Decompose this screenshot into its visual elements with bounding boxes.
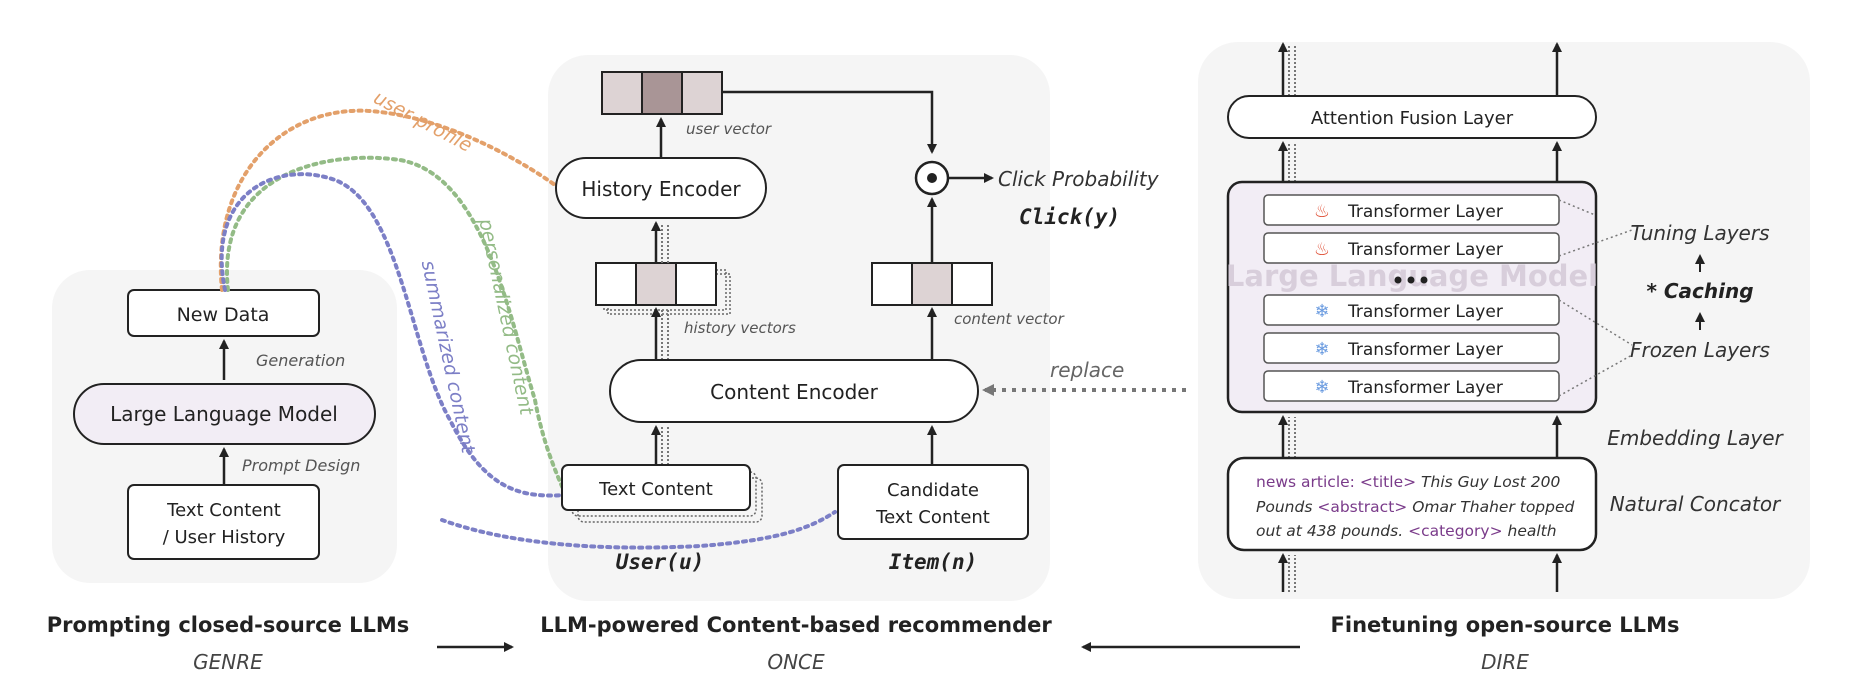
transformer-layer-1 — [1263, 194, 1560, 226]
candidate-line2: Text Content — [875, 507, 990, 528]
transformer-layer-2 — [1263, 232, 1560, 264]
news-line-3: out at 438 pounds. <category> health — [1256, 522, 1557, 540]
user-vector-cell-3 — [681, 71, 723, 115]
user-vector-cell-2 — [641, 71, 683, 115]
attention-fusion-box — [1227, 95, 1597, 139]
item-fn-label: Item(n) — [889, 550, 978, 574]
user-profile-curve — [218, 108, 557, 292]
text-content-line2: / User History — [163, 527, 286, 548]
text-content-line1: Text Content — [166, 500, 281, 521]
fire-icon: ♨ — [1314, 239, 1330, 260]
new-data-label: New Data — [177, 304, 270, 326]
history-vector-cell-3 — [675, 262, 717, 306]
transformer-layer-3 — [1263, 294, 1560, 326]
user-vector-label: user vector — [686, 120, 772, 138]
llm-label: Large Language Model — [110, 402, 338, 426]
history-vector-cell-1 — [595, 262, 637, 306]
click-fn-label: Click(y) — [1019, 205, 1120, 229]
history-vectors-label: history vectors — [684, 319, 796, 337]
candidate-box — [837, 464, 1029, 540]
personalized-content-label: personalized content — [474, 216, 538, 419]
candidate-line1: Candidate — [887, 480, 979, 501]
prompt-design-label: Prompt Design — [242, 456, 360, 475]
summarized-content-curve — [219, 172, 567, 498]
content-encoder-box — [609, 359, 979, 423]
news-line-2: Pounds <abstract> Omar Thaher topped — [1256, 498, 1575, 516]
user-fn-label: User(u) — [616, 550, 705, 574]
user-profile-label: user profile — [370, 87, 476, 157]
frozen-layers-label: Frozen Layers — [1630, 338, 1770, 362]
click-probability-label: Click Probability — [998, 167, 1160, 191]
user-vector-cell-1 — [601, 71, 643, 115]
content-vector-cell-2 — [911, 262, 953, 306]
history-encoder-box — [555, 157, 767, 219]
history-vector-cell-2 — [635, 262, 677, 306]
fire-icon: ♨ — [1314, 201, 1330, 222]
once-subtitle: ONCE — [767, 650, 825, 674]
genre-title: Prompting closed-source LLMs — [47, 613, 410, 637]
personalized-content-curve — [224, 155, 567, 497]
news-line-1: news article: <title> This Guy Lost 200 — [1256, 473, 1560, 491]
dire-title: Finetuning open-source LLMs — [1331, 613, 1680, 637]
caching-label: * Caching — [1646, 279, 1753, 303]
llm-watermark: Large Language Model — [1226, 259, 1598, 293]
tuning-layers-label: Tuning Layers — [1630, 221, 1769, 245]
attention-fusion-label: Attention Fusion Layer — [1311, 108, 1514, 129]
history-encoder-label: History Encoder — [581, 177, 741, 201]
dotted-curves — [218, 108, 837, 550]
content-vector-label: content vector — [954, 310, 1065, 328]
transformer-layer-label-3: Transformer Layer — [1347, 302, 1503, 322]
news-article-box — [1226, 456, 1598, 552]
transformer-layer-4 — [1263, 332, 1560, 364]
text-content-user-label: Text Content — [598, 479, 713, 500]
dire-subtitle: DIRE — [1481, 650, 1529, 674]
transformer-layer-label-4: Transformer Layer — [1347, 340, 1503, 360]
generation-label: Generation — [256, 351, 345, 370]
content-encoder-label: Content Encoder — [710, 380, 878, 404]
snowflake-icon: ❄ — [1314, 301, 1329, 322]
llm-box — [73, 383, 376, 445]
genre-subtitle: GENRE — [193, 650, 263, 674]
once-title: LLM-powered Content-based recommender — [540, 613, 1052, 637]
content-vector-cell-1 — [871, 262, 913, 306]
text-content-box — [127, 484, 320, 560]
transformer-layer-5 — [1263, 370, 1560, 402]
dire-flow: Attention Fusion Layer Large Language Mo… — [1226, 42, 1785, 592]
text-content-user-box — [561, 464, 751, 511]
embedding-layer-label: Embedding Layer — [1607, 426, 1784, 450]
replace-label: replace — [1050, 358, 1124, 382]
transformer-layer-label-5: Transformer Layer — [1347, 378, 1503, 398]
content-vector-cell-3 — [951, 262, 993, 306]
genre-flow: New Data Generation Large Language Model… — [73, 289, 376, 560]
snowflake-icon: ❄ — [1314, 339, 1329, 360]
transformer-layer-label-2: Transformer Layer — [1347, 240, 1503, 260]
transformer-layers: ♨ ♨ ❄ ❄ ❄ Transformer Layer Transformer … — [1263, 194, 1560, 402]
natural-concator-label: Natural Concator — [1610, 492, 1782, 516]
summarized-content-curve-2 — [440, 510, 837, 550]
snowflake-icon: ❄ — [1314, 377, 1329, 398]
once-flow: user vector History Encoder history vect… — [555, 71, 1160, 574]
transformer-layer-label-1: Transformer Layer — [1347, 202, 1503, 222]
